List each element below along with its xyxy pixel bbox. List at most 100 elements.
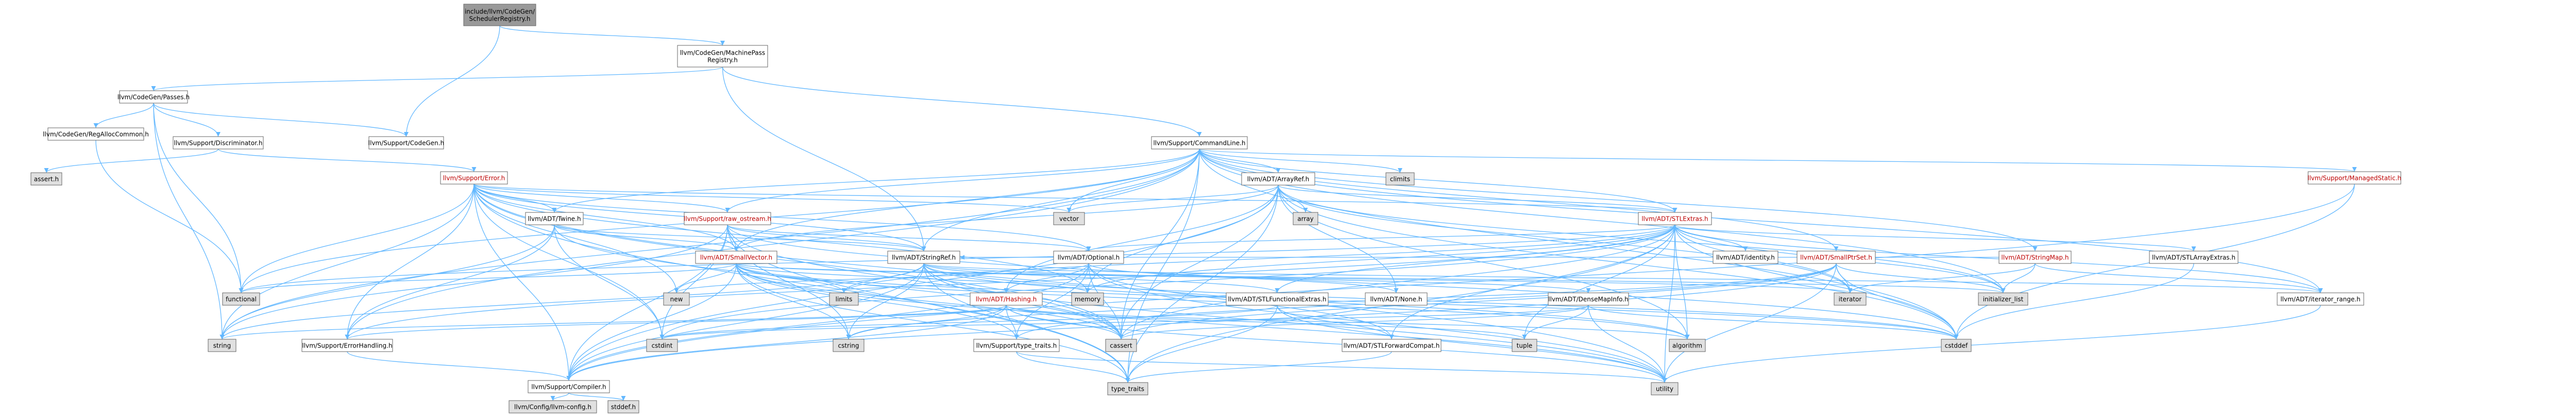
node-llvm-adt-arrayref-h[interactable]: llvm/ADT/ArrayRef.h [1241, 172, 1315, 186]
node-llvm-support-discriminator-h[interactable]: llvm/Support/Discriminator.h [173, 136, 264, 150]
edge-densemapinfo-to-utility [1588, 305, 1667, 383]
node-box [1797, 251, 1876, 264]
edge-error-to-optional [473, 184, 1091, 252]
node-llvm-adt-stringmap-h[interactable]: llvm/ADT/StringMap.h [1998, 251, 2072, 264]
node-llvm-adt-stlarrayextras-h[interactable]: llvm/ADT/STLArrayExtras.h [2149, 251, 2239, 264]
node-label: llvm/ADT/Hashing.h [976, 296, 1037, 303]
node-llvm-support-commandline-h[interactable]: llvm/Support/CommandLine.h [1151, 136, 1248, 150]
edge-optional-to-typetraitsllvm [1014, 263, 1089, 340]
edge-hashing-to-errhandling [345, 305, 1007, 340]
node-llvm-adt-twine-h[interactable]: llvm/ADT/Twine.h [525, 212, 584, 225]
node-label: cstddef [1945, 342, 1968, 350]
edge-arrayref-to-memory [1085, 185, 1279, 293]
node-llvm-adt-hashing-h[interactable]: llvm/ADT/Hashing.h [970, 292, 1043, 306]
node-assert-h: assert.h [30, 172, 62, 186]
node-label: llvm/Support/Compiler.h [531, 384, 606, 391]
node-box [222, 292, 260, 306]
node-label: algorithm [1672, 342, 1702, 350]
node-llvm-adt-identity-h[interactable]: llvm/ADT/identity.h [1713, 251, 1778, 264]
node-box [119, 90, 188, 104]
node-label: llvm/ADT/STLExtras.h [1641, 216, 1708, 223]
node-box [1385, 172, 1415, 186]
node-limits: limits [829, 292, 859, 306]
edge-twine-to-cstdint [554, 224, 665, 340]
node-cstdint: cstdint [646, 339, 678, 352]
edge-smallvec-to-compiler [566, 263, 737, 381]
node-box [829, 292, 859, 306]
edge-error-to-newh [473, 184, 679, 293]
node-llvm-support-codegen-h[interactable]: llvm/Support/CodeGen.h [368, 136, 444, 150]
node-llvm-codegen-regalloccommon-h[interactable]: llvm/CodeGen/RegAllocCommon.h [43, 127, 149, 141]
node-llvm-codegen-passes-h[interactable]: llvm/CodeGen/Passes.h [117, 90, 190, 104]
node-box [2277, 292, 2364, 306]
node-llvm-adt-smallptrset-h[interactable]: llvm/ADT/SmallPtrSet.h [1797, 251, 1876, 264]
node-llvm-support-errorhandling-h[interactable]: llvm/Support/ErrorHandling.h [301, 339, 393, 352]
edge-stringref-to-iterrange [923, 263, 2323, 293]
node-llvm-support-type-traits-h[interactable]: llvm/Support/type_traits.h [973, 339, 1060, 352]
edge-error-to-rawos [473, 184, 730, 213]
edge-arrayref-to-initlist [1278, 185, 2006, 293]
node-llvm-adt-iterator-range-h[interactable]: llvm/ADT/iterator_range.h [2277, 292, 2364, 306]
node-llvm-adt-stringref-h[interactable]: llvm/ADT/StringRef.h [887, 251, 960, 264]
node-box [1365, 292, 1428, 306]
node-cstring: cstring [833, 339, 865, 352]
node-box [528, 380, 610, 393]
node-box [1978, 292, 2028, 306]
node-llvm-adt-optional-h[interactable]: llvm/ADT/Optional.h [1053, 251, 1124, 264]
edge-rawos-to-cassert [727, 224, 1124, 340]
node-llvm-support-managedstatic-h[interactable]: llvm/Support/ManagedStatic.h [2308, 171, 2401, 185]
node-label: llvm/ADT/identity.h [1716, 254, 1775, 261]
node-label: llvm/ADT/SmallVector.h [700, 254, 772, 261]
node-llvm-adt-densemapinfo-h[interactable]: llvm/ADT/DenseMapInfo.h [1548, 292, 1629, 306]
node-vector: vector [1053, 212, 1085, 225]
node-box [1834, 292, 1867, 306]
edge-stlextras-to-iterrange [1674, 224, 2323, 293]
node-llvm-adt-stlforwardcompat-h[interactable]: llvm/ADT/STLForwardCompat.h [1342, 339, 1442, 352]
edge-stringmap-to-initlist [2001, 263, 2036, 293]
node-box [47, 127, 144, 141]
edge-stlextras-to-cstddef [1674, 224, 1959, 340]
edge-cl-to-rawos [725, 148, 1200, 213]
edge-root-to-mpreg [499, 25, 725, 46]
node-llvm-support-compiler-h[interactable]: llvm/Support/Compiler.h [528, 380, 610, 393]
edge-stlextras-to-tuple [1522, 224, 1675, 340]
node-label: string [213, 342, 231, 350]
node-label: initializer_list [1983, 296, 2024, 303]
node-functional: functional [222, 292, 260, 306]
edge-smallvec-to-utility [736, 263, 1667, 383]
edge-arrayref-to-cassert [1118, 185, 1279, 340]
edge-cgpasses-to-regalloc [93, 103, 154, 128]
node-label: llvm/Support/Error.h [443, 175, 505, 182]
node-box [1998, 251, 2072, 264]
node-box [368, 136, 444, 150]
node-tuple: tuple [1512, 339, 1537, 352]
node-string: string [208, 339, 236, 352]
node-label: stddef.h [611, 404, 636, 411]
edge-cl-to-arrayref [1199, 148, 1281, 173]
node-llvm-adt-smallvector-h[interactable]: llvm/ADT/SmallVector.h [695, 251, 777, 264]
edge-error-to-smallvec [473, 184, 739, 252]
edge-cgpasses-to-string [153, 103, 225, 340]
node-llvm-support-raw-ostream-h[interactable]: llvm/Support/raw_ostream.h [684, 212, 771, 225]
node-label: functional [226, 296, 257, 303]
node-box [1293, 212, 1318, 225]
node-llvm-support-error-h[interactable]: llvm/Support/Error.h [440, 171, 508, 185]
node-llvm-adt-none-h[interactable]: llvm/ADT/None.h [1365, 292, 1428, 306]
node-label: llvm/Support/type_traits.h [976, 342, 1057, 350]
edge-discrim-to-error [217, 148, 477, 172]
node-box [684, 212, 771, 225]
edge-compiler-to-llvmconfig [550, 392, 569, 401]
node-llvm-adt-stlfunctionalextras-h[interactable]: llvm/ADT/STLFunctionalExtras.h [1226, 292, 1329, 306]
node-utility: utility [1651, 382, 1679, 395]
node-llvm-adt-stlextras-h[interactable]: llvm/ADT/STLExtras.h [1638, 212, 1712, 225]
edge-stringref-to-densemapinfo [923, 263, 1591, 293]
edge-cl-to-stringmap [1199, 148, 2038, 252]
edge-regalloc-to-functional [95, 140, 244, 293]
node-include-llvm-codegen-schedulerregistry-h[interactable]: include/llvm/CodeGen/SchedulerRegistry.h [463, 4, 536, 26]
node-box [1941, 339, 1972, 352]
edge-typetraitsllvm-to-utility [1016, 351, 1667, 383]
edge-cl-to-smallvec [734, 148, 1200, 252]
node-box [1669, 339, 1706, 352]
